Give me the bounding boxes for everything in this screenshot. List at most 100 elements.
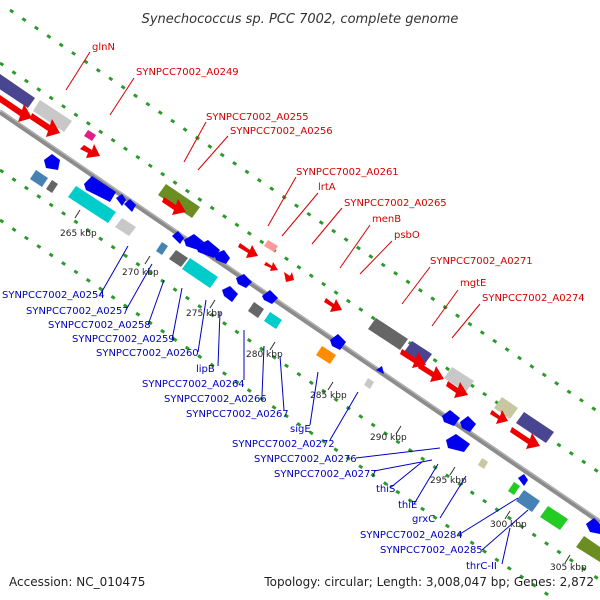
reverse-gene-arrow[interactable] xyxy=(262,290,278,304)
forward-label-glnN: glnN xyxy=(92,42,115,53)
tick-label-285: 285 kbp xyxy=(310,391,347,401)
feature-box[interactable] xyxy=(316,346,336,364)
forward-gene-arrow[interactable] xyxy=(490,410,508,424)
feature-box[interactable] xyxy=(84,130,96,141)
reverse-gene-arrow[interactable] xyxy=(442,410,460,426)
reverse-label-grxC: grxC xyxy=(412,514,435,525)
forward-gene-arrow[interactable] xyxy=(418,363,444,382)
forward-label-mgtE: mgtE xyxy=(460,278,486,289)
feature-box[interactable] xyxy=(156,242,168,255)
feature-box[interactable] xyxy=(494,397,518,419)
map-title: Synechococcus sp. PCC 7002, complete gen… xyxy=(142,12,459,27)
reverse-gene-arrow[interactable] xyxy=(236,274,252,288)
forward-gene-arrow[interactable] xyxy=(446,381,468,398)
reverse-label-A0266: SYNPCC7002_A0266 xyxy=(164,394,267,405)
feature-box[interactable] xyxy=(478,458,488,469)
forward-gene-arrow[interactable] xyxy=(80,144,100,158)
reverse-label-A0272: SYNPCC7002_A0272 xyxy=(232,439,335,450)
scale-ticks xyxy=(74,209,571,564)
feature-box[interactable] xyxy=(46,180,58,193)
inner-features xyxy=(30,170,600,562)
feature-box[interactable] xyxy=(30,170,48,187)
reverse-gene-arrow[interactable] xyxy=(214,250,230,264)
tick-label-300: 300 kbp xyxy=(490,520,527,530)
forward-gene-arrow[interactable] xyxy=(284,272,294,282)
topology-text: Topology: circular; Length: 3,008,047 bp… xyxy=(263,575,594,589)
reverse-gene-arrow[interactable] xyxy=(446,434,470,452)
tick-label-275: 275 kbp xyxy=(186,309,223,319)
forward-leader-lines xyxy=(65,51,481,339)
forward-label-A0274: SYNPCC7002_A0274 xyxy=(482,293,585,304)
reverse-gene-arrow[interactable] xyxy=(330,334,346,350)
reverse-label-A0260: SYNPCC7002_A0260 xyxy=(96,348,199,359)
feature-box[interactable] xyxy=(516,412,554,443)
forward-gene-arrow[interactable] xyxy=(400,349,426,368)
feature-box[interactable] xyxy=(0,74,35,108)
reverse-label-A0264: SYNPCC7002_A0264 xyxy=(142,379,245,390)
forward-label-A0255: SYNPCC7002_A0255 xyxy=(206,112,309,123)
forward-label-A0256: SYNPCC7002_A0256 xyxy=(230,126,333,137)
reverse-gene-arrow[interactable] xyxy=(460,416,476,432)
feature-box[interactable] xyxy=(516,490,540,512)
forward-gene-arrow[interactable] xyxy=(324,298,342,312)
reverse-gene-arrow[interactable] xyxy=(124,199,136,212)
feature-box[interactable] xyxy=(540,506,568,530)
reverse-gene-arrow[interactable] xyxy=(222,286,238,302)
dotted-tracks xyxy=(0,8,600,600)
reverse-label-thrC-II: thrC-II xyxy=(466,561,497,572)
feature-box[interactable] xyxy=(576,536,600,562)
feature-box[interactable] xyxy=(444,367,474,392)
reverse-label-thiE: thiE xyxy=(398,500,417,511)
forward-label-lrtA: lrtA xyxy=(318,182,336,193)
reverse-label-A0267: SYNPCC7002_A0267 xyxy=(186,409,289,420)
reverse-label-lipB: lipB xyxy=(196,364,215,375)
reverse-label-A0259: SYNPCC7002_A0259 xyxy=(72,334,175,345)
feature-box[interactable] xyxy=(264,240,278,252)
forward-label-psbO: psbO xyxy=(394,230,420,241)
forward-gene-arrow[interactable] xyxy=(0,95,32,122)
reverse-gene-arrow[interactable] xyxy=(518,474,528,486)
reverse-gene-arrow[interactable] xyxy=(84,176,116,202)
reverse-label-A0258: SYNPCC7002_A0258 xyxy=(48,320,151,331)
forward-features xyxy=(0,95,540,449)
tick-label-270: 270 kbp xyxy=(122,268,159,278)
feature-box[interactable] xyxy=(264,312,282,329)
genome-backbone xyxy=(0,109,600,525)
feature-box[interactable] xyxy=(68,186,116,223)
tick-label-305: 305 kbp xyxy=(550,563,587,573)
reverse-gene-arrow[interactable] xyxy=(44,154,60,170)
tick-label-265: 265 kbp xyxy=(60,229,97,239)
feature-box[interactable] xyxy=(248,302,264,318)
feature-box[interactable] xyxy=(364,378,374,389)
feature-box[interactable] xyxy=(182,258,218,288)
forward-label-A0265: SYNPCC7002_A0265 xyxy=(344,198,447,209)
reverse-gene-arrow[interactable] xyxy=(116,194,126,206)
feature-box[interactable] xyxy=(115,218,136,236)
feature-box[interactable] xyxy=(169,250,188,267)
reverse-gene-arrow[interactable] xyxy=(586,518,600,534)
reverse-label-A0285: SYNPCC7002_A0285 xyxy=(380,545,483,556)
forward-gene-arrow[interactable] xyxy=(238,243,258,258)
tick-label-295: 295 kbp xyxy=(430,476,467,486)
reverse-leader-lines xyxy=(99,245,529,565)
forward-label-menB: menB xyxy=(372,214,401,225)
forward-gene-arrow[interactable] xyxy=(162,197,186,215)
forward-gene-arrow[interactable] xyxy=(30,113,60,137)
forward-gene-arrow[interactable] xyxy=(510,427,540,449)
reverse-label-thiS: thiS xyxy=(376,484,395,495)
tick-label-290: 290 kbp xyxy=(370,433,407,443)
feature-box[interactable] xyxy=(508,482,520,495)
feature-box[interactable] xyxy=(368,318,408,350)
forward-label-A0261: SYNPCC7002_A0261 xyxy=(296,167,399,178)
reverse-label-A0254: SYNPCC7002_A0254 xyxy=(2,290,105,301)
genome-backbone-highlight xyxy=(0,109,600,521)
forward-label-A0249: SYNPCC7002_A0249 xyxy=(136,67,239,78)
reverse-gene-arrow[interactable] xyxy=(172,231,184,244)
tick-label-280: 280 kbp xyxy=(246,350,283,360)
reverse-label-A0257: SYNPCC7002_A0257 xyxy=(26,306,129,317)
feature-box[interactable] xyxy=(33,100,72,132)
reverse-gene-arrow[interactable] xyxy=(376,366,384,374)
reverse-gene-arrow[interactable] xyxy=(196,240,220,258)
forward-gene-arrow[interactable] xyxy=(264,262,278,271)
